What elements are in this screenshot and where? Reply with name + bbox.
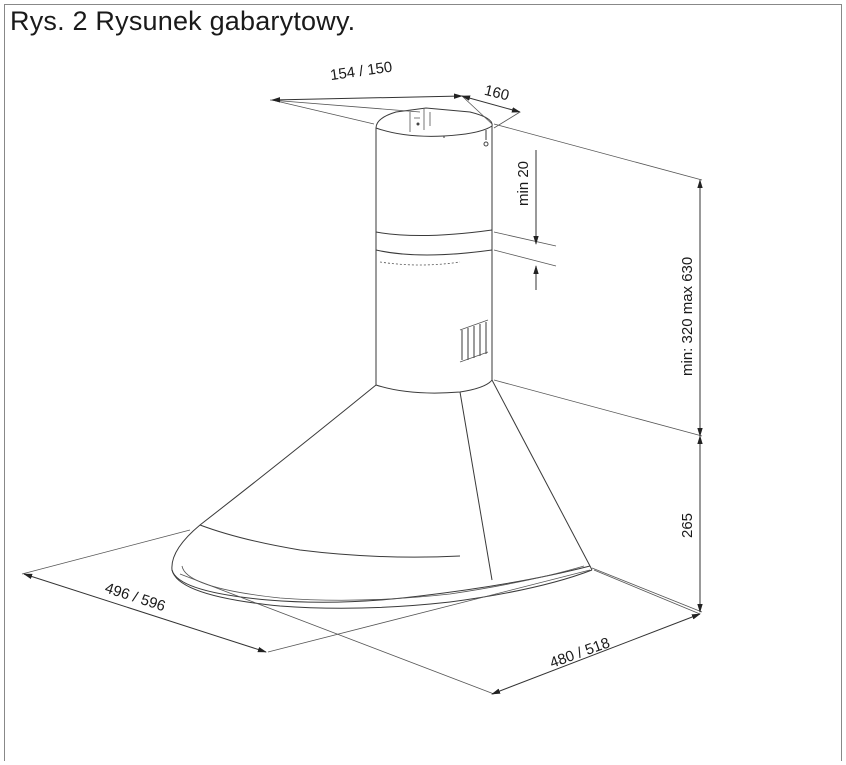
figure-frame [4, 4, 842, 761]
dimension-hood-height: 265 [591, 435, 703, 613]
hood-body [171, 379, 593, 609]
label-chimney-width: 154 / 150 [329, 59, 393, 85]
figure-title: Rys. 2 Rysunek gabarytowy. [10, 6, 356, 36]
dimension-chimney-width: 154 / 150 [269, 59, 493, 125]
label-chimney-height: min: 320 max 630 [679, 257, 696, 376]
dimension-hood-depth: 480 / 518 [179, 569, 701, 695]
dimension-hood-width: 496 / 596 [21, 529, 591, 653]
label-hood-height: 265 [679, 513, 696, 538]
label-chimney-depth: 160 [482, 82, 510, 105]
label-min-gap: min 20 [515, 161, 532, 206]
dimension-min-gap: min 20 [493, 150, 557, 290]
chimney [375, 107, 493, 394]
dimension-chimney-depth: 160 [461, 82, 521, 129]
dimension-chimney-height: min: 320 max 630 [493, 123, 703, 437]
label-hood-depth: 480 / 518 [548, 634, 613, 671]
